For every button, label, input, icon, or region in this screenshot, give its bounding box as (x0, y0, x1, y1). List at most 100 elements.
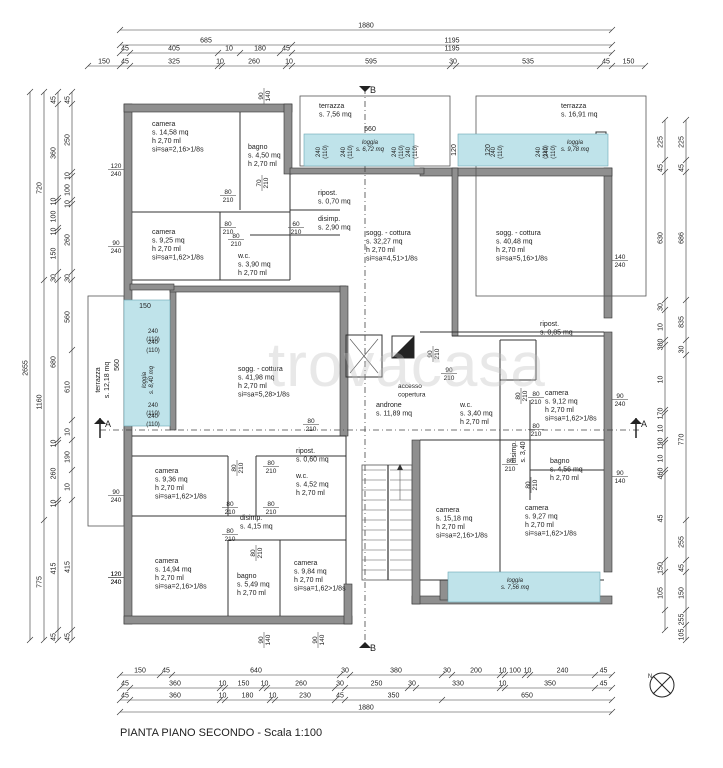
room-name: disimp. (318, 216, 340, 223)
opening-height: 210 (266, 509, 277, 516)
dimension-label: 180 (242, 693, 254, 700)
dimension-tick (438, 671, 446, 679)
dimension-label: 10 (51, 500, 58, 508)
dimension-label: 2655 (23, 360, 30, 376)
dimension-tick (608, 62, 616, 70)
opening-width: 90 (112, 240, 120, 247)
dimension-label: 10 (658, 425, 665, 433)
dimension-label: 260 (248, 59, 260, 66)
dimension-label: 1195 (444, 46, 459, 53)
dimension-label: 45 (600, 668, 608, 675)
dimension-label: 10 (269, 693, 277, 700)
room-name: w.c. (295, 473, 308, 480)
room-info: si=sa=1,62>1/8s (155, 494, 207, 501)
section-label: B (370, 643, 376, 653)
opening-width: 80 (506, 458, 514, 465)
dimension-label: 45 (121, 46, 129, 53)
dimension-label: 650 (521, 693, 533, 700)
dimension-tick (221, 696, 229, 704)
dimension-tick (336, 671, 344, 679)
dimension-tick (682, 296, 690, 304)
dimension-label: 360 (169, 681, 181, 688)
dimension-label: 460 (658, 468, 665, 480)
room-info: h 2,70 ml (496, 247, 525, 254)
dimension-label: 380 (390, 668, 402, 675)
opening-height: 210 (257, 547, 264, 558)
room-info: s. 16,91 mq (561, 112, 598, 119)
opening-width: 80 (532, 391, 540, 398)
loggia-opening-height: (110) (498, 145, 504, 159)
room-info: h 2,70 ml (237, 590, 266, 597)
dimension-tick (156, 671, 164, 679)
loggia-opening-width: 240 (148, 403, 159, 409)
dimension-label: 100 (509, 668, 521, 675)
dimension-tick (116, 696, 124, 704)
opening-height: 210 (223, 229, 234, 236)
dimension-tick (68, 626, 76, 634)
dimension-label: 630 (658, 232, 665, 244)
room-name: camera (155, 468, 178, 475)
dimension-label: 105 (658, 587, 665, 599)
dimension-tick (661, 436, 669, 444)
opening-height: 210 (306, 426, 317, 433)
room-info: si=sa=1,62>1/8s (525, 531, 577, 538)
dimension-tick (168, 671, 176, 679)
opening-width: 90 (427, 350, 434, 358)
room-info: s. 14,94 mq (155, 567, 192, 574)
stair-arrow-head (397, 464, 403, 470)
dimension-tick (266, 696, 274, 704)
loggia-opening-height: (110) (146, 411, 160, 417)
dimension-tick (288, 41, 296, 49)
dimension-label: 1880 (358, 23, 374, 30)
dimension-label: 45 (336, 693, 344, 700)
dimension-tick (68, 636, 76, 644)
dimension-label: 360 (51, 147, 58, 159)
room-info: h 2,70 ml (152, 246, 181, 253)
dimension-tick (54, 100, 62, 108)
dimension-tick (276, 49, 284, 57)
dimension-label: 535 (522, 59, 534, 66)
opening-height: 210 (225, 536, 236, 543)
elevator-shaft (345, 334, 383, 378)
dimension-tick (608, 696, 616, 704)
opening-width: 80 (267, 501, 275, 508)
dimension-label: 230 (299, 693, 311, 700)
wall-segment (123, 103, 293, 113)
dimension-tick (661, 606, 669, 614)
dimension-label: 225 (658, 136, 665, 148)
dimension-label: 260 (51, 468, 58, 480)
dimension-label: 120 (451, 144, 458, 156)
opening-height: 240 (111, 579, 122, 586)
opening-height: 210 (263, 177, 270, 188)
dimension-label: 45 (679, 164, 686, 172)
dimension-label: 10 (225, 46, 233, 53)
dimension-label: 610 (65, 381, 72, 393)
dimension-label: 686 (679, 232, 686, 244)
dimension-label: 30 (65, 274, 72, 282)
opening-width: 80 (231, 464, 238, 472)
wall-segment (419, 167, 613, 177)
opening-width: 70 (256, 179, 263, 187)
dimension-label: 255 (679, 614, 686, 626)
opening-width: 80 (267, 460, 275, 467)
room-info: si=sa=5,16>1/8s (496, 256, 548, 263)
dimension-label: 170 (658, 408, 665, 420)
room-info: s. 15,18 mq (436, 516, 473, 523)
loggia-area-label: s. 6,72 mq (356, 147, 385, 153)
dimension-tick (641, 62, 649, 70)
opening-height: 210 (505, 466, 516, 473)
dimension-tick (221, 684, 229, 692)
opening-height: 240 (615, 401, 626, 408)
dimension-tick (331, 684, 339, 692)
dimension-tick (68, 496, 76, 504)
dimension-tick (216, 684, 224, 692)
dimension-label: 720 (37, 182, 44, 194)
dimension-tick (661, 156, 669, 164)
dimension-tick (54, 439, 62, 447)
opening-width: 80 (224, 221, 232, 228)
loggia-label: loggia (507, 578, 524, 584)
opening-height: 140 (319, 634, 326, 645)
dimension-tick (54, 227, 62, 235)
room-info: h 2,70 ml (366, 247, 395, 254)
dimension-tick (126, 696, 134, 704)
